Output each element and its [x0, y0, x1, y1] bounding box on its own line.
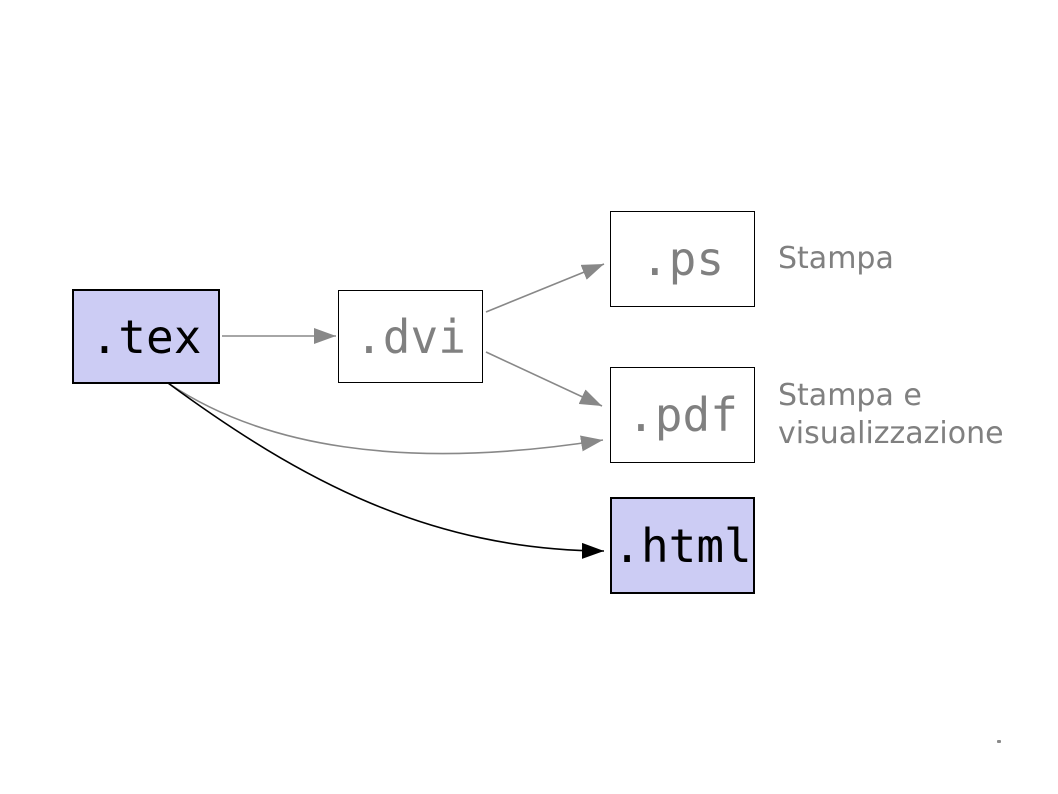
node-ps-label: .ps — [640, 232, 725, 286]
annotation-pdf: Stampa e visualizzazione — [778, 378, 1004, 451]
node-html: .html — [610, 497, 755, 594]
node-html-label: .html — [613, 518, 752, 573]
footer-dot — [997, 740, 1001, 743]
node-dvi: .dvi — [338, 290, 483, 383]
node-pdf-label: .pdf — [627, 388, 738, 442]
node-pdf: .pdf — [610, 367, 755, 463]
node-dvi-label: .dvi — [355, 309, 466, 364]
node-tex: .tex — [72, 289, 220, 384]
node-tex-label: .tex — [90, 309, 202, 364]
node-ps: .ps — [610, 211, 755, 307]
edge-tex-to-html — [167, 382, 605, 559]
edge-tex-to-pdf — [167, 382, 604, 455]
edge-dvi-to-ps — [485, 263, 605, 313]
annotation-ps: Stampa — [778, 241, 894, 276]
edge-dvi-to-pdf — [485, 351, 603, 407]
